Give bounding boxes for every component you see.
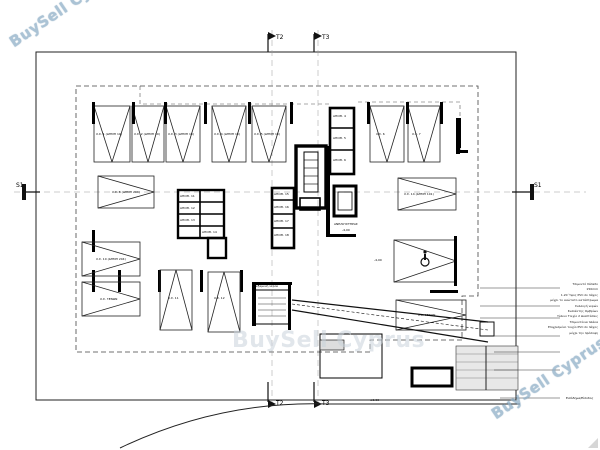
storage-left-group xyxy=(176,188,228,260)
section-marker-top-right-icon xyxy=(313,32,322,52)
entrance-block xyxy=(319,333,519,391)
stair-core xyxy=(294,144,328,211)
ramp-dashed-line xyxy=(139,86,330,105)
section-marker-right-icon xyxy=(512,184,534,200)
parking-top-row xyxy=(93,105,287,163)
corner-fold-icon xyxy=(588,438,598,448)
storage-top-group xyxy=(328,106,356,176)
section-marker-top-left-icon xyxy=(267,32,276,52)
ramp-room xyxy=(253,289,291,325)
basement-outline xyxy=(75,85,479,353)
stall-wall-stubs xyxy=(92,102,461,292)
site-boundary xyxy=(35,51,517,401)
entrance-ramp xyxy=(291,299,495,343)
storage-center-group xyxy=(270,186,296,250)
parking-bottom-row xyxy=(159,269,467,333)
note-leader-lines xyxy=(480,287,560,399)
section-marker-left-icon xyxy=(22,184,40,200)
wheelchair-icon xyxy=(420,250,430,267)
lift-shaft xyxy=(332,184,358,218)
corridor-walls xyxy=(252,118,468,330)
road-curve xyxy=(119,403,520,449)
parking-top-right xyxy=(369,105,441,163)
watermark-center: BuySell Cyprus xyxy=(232,328,426,353)
parking-left-mid xyxy=(81,175,155,317)
